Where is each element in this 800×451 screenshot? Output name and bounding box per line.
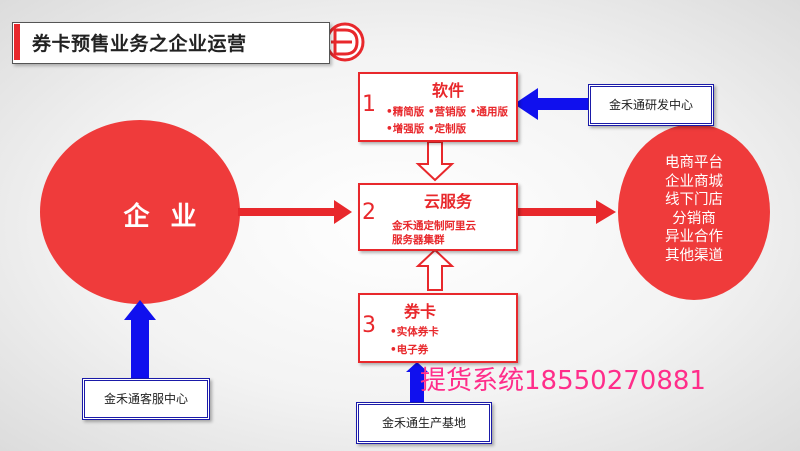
brand-logo-icon	[325, 22, 365, 62]
step-box-card	[358, 293, 518, 363]
production-base-box: 金禾通生产基地	[356, 402, 492, 444]
step-line-card-2: •电子券	[390, 344, 429, 356]
step-box-cloud	[358, 183, 518, 251]
watermark-text: 提货系统18550270881	[420, 366, 706, 396]
enterprise-circle	[40, 120, 240, 304]
step-title-software: 软件	[431, 81, 464, 100]
step-line-card-1: •实体券卡	[390, 326, 439, 338]
step-title-card: 券卡	[403, 302, 436, 321]
cloud-to-channels-arrow	[516, 200, 616, 224]
page-title: 券卡预售业务之企业运营	[32, 33, 247, 55]
enterprise-label: 企 业	[123, 202, 203, 232]
rnd-center-box: 金禾通研发中心	[588, 84, 714, 126]
channel-item: 线下门店	[665, 192, 723, 208]
step-number-1: 1	[362, 92, 376, 117]
channels-circle	[618, 124, 770, 300]
service-to-enterprise-arrow	[124, 300, 156, 382]
step-box-software	[358, 72, 518, 142]
service-center-box: 金禾通客服中心	[82, 378, 210, 420]
channel-item: 异业合作	[665, 229, 723, 245]
step-line-cloud-2: 服务器集群	[392, 234, 445, 246]
title-bar	[12, 22, 330, 64]
production-to-card-arrow	[406, 362, 428, 404]
step-line-cloud-1: 金禾通定制阿里云	[392, 220, 476, 232]
channel-item: 其他渠道	[665, 247, 723, 264]
channel-list: 电商平台 企业商城 线下门店 分销商 异业合作 其他渠道	[634, 154, 754, 265]
step-title-cloud: 云服务	[423, 192, 472, 211]
enterprise-to-cloud-arrow	[238, 200, 352, 224]
title-accent	[14, 24, 20, 60]
channel-item: 分销商	[672, 210, 716, 227]
step-number-3: 3	[362, 313, 376, 338]
step-line-software-1: •精简版 •营销版 •通用版	[386, 106, 508, 118]
channel-item: 电商平台	[665, 155, 723, 171]
software-to-cloud-arrow	[415, 141, 455, 182]
step-number-2: 2	[362, 200, 376, 225]
rnd-to-software-arrow	[514, 88, 590, 120]
card-to-cloud-arrow	[415, 248, 455, 291]
step-line-software-2: •增强版 •定制版	[386, 123, 467, 135]
channel-item: 企业商城	[665, 173, 723, 190]
